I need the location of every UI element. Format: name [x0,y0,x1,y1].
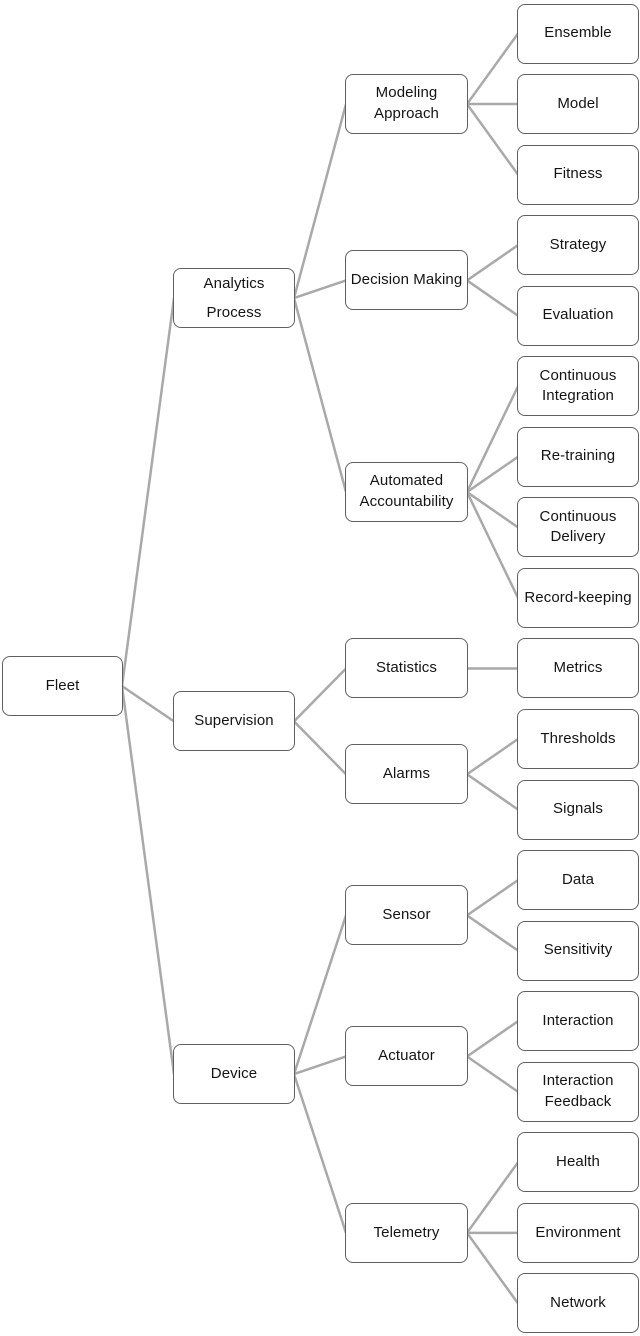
edge [292,103,348,299]
node-label: Automated Accountability [359,472,454,511]
node-label: Metrics [553,659,603,677]
edge [465,103,520,176]
tree-node-record-keeping: Record-keeping [517,567,639,628]
tree-node-interaction: Interaction [517,991,639,1052]
node-label: Data [561,870,595,888]
edge [466,279,519,317]
node-label: Modeling Approach [373,84,439,123]
node-label: Record-keeping [524,588,632,606]
edge [466,879,519,917]
tree-node-interaction-feedback: Interaction Feedback [517,1061,639,1122]
node-label: Sensitivity [543,941,613,959]
node-label: Continuous Delivery [539,507,617,546]
edge [466,914,519,952]
node-label: Actuator [378,1047,435,1065]
node-label: Sensor [382,906,431,924]
edge [293,720,347,776]
edge [465,1232,520,1305]
edge [120,297,176,687]
edge [466,244,519,282]
tree-node-thresholds: Thresholds [517,709,639,769]
node-label: Model [557,94,599,112]
tree-node-health: Health [517,1132,639,1193]
node-label: Telemetry [373,1223,440,1241]
node-label: Environment [535,1223,621,1241]
node-label: Signals [553,800,603,818]
edge [465,32,520,105]
edge [120,685,176,1075]
node-label: Supervision [194,712,274,730]
tree-node-signals: Signals [517,779,639,840]
node-label: Device [210,1064,258,1082]
tree-node-evaluation: Evaluation [517,285,639,346]
tree-node-sensitivity: Sensitivity [517,920,639,981]
node-label: Re-training [540,447,616,465]
node-label: Strategy [549,235,607,253]
tree-node-telemetry: Telemetry [345,1202,468,1263]
tree-node-metrics: Metrics [517,638,639,699]
edge [465,491,520,599]
node-label: Ensemble [544,24,612,42]
node-label: Decision Making [350,271,463,289]
edge [465,385,520,493]
edge [292,914,348,1075]
edge [293,1055,347,1076]
node-label: Statistics [375,659,437,677]
tree-node-continuous-delivery: Continuous Delivery [517,497,639,558]
tree-node-modeling-approach: Modeling Approach [345,74,468,135]
tree-node-supervision: Supervision [173,691,295,752]
tree-node-fitness: Fitness [517,144,639,205]
edge [466,737,519,776]
tree-node-data: Data [517,850,639,911]
edge [466,455,519,494]
edge [121,685,175,723]
tree-node-analytics-process: Analytics Process [173,268,295,329]
edge [293,279,347,300]
edge [466,491,519,529]
tree-node-continuous-integration: Continuous Integration [517,356,639,417]
tree-node-strategy: Strategy [517,215,639,276]
edge [292,1073,348,1234]
node-label: Analytics Process [203,274,265,322]
tree-node-decision-making: Decision Making [345,250,468,311]
tree-node-sensor: Sensor [345,885,468,946]
tree-node-network: Network [517,1273,639,1334]
node-label: Continuous Integration [539,366,617,405]
tree-node-fleet: Fleet [2,656,123,717]
edge [466,1020,519,1058]
tree-node-statistics: Statistics [345,638,468,699]
node-label: Fleet [45,676,80,694]
node-label: Evaluation [542,306,614,324]
tree-node-automated-accountability: Automated Accountability [345,462,468,523]
edge [466,773,519,811]
edge [465,1161,520,1234]
tree-node-environment: Environment [517,1202,639,1263]
tree-node-re-training: Re-training [517,426,639,487]
tree-node-actuator: Actuator [345,1026,468,1087]
tree-node-device: Device [173,1044,295,1105]
node-label: Interaction [542,1011,614,1029]
node-label: Thresholds [540,729,616,747]
edge [466,1055,519,1093]
tree-node-ensemble: Ensemble [517,3,639,64]
tree-node-alarms: Alarms [345,744,468,805]
node-label: Interaction Feedback [542,1072,614,1110]
node-label: Fitness [553,165,603,183]
edge [293,667,347,723]
node-label: Network [550,1294,606,1312]
edge [292,297,348,493]
node-label: Alarms [382,764,431,782]
node-label: Health [556,1152,600,1170]
tree-node-model: Model [517,74,639,135]
